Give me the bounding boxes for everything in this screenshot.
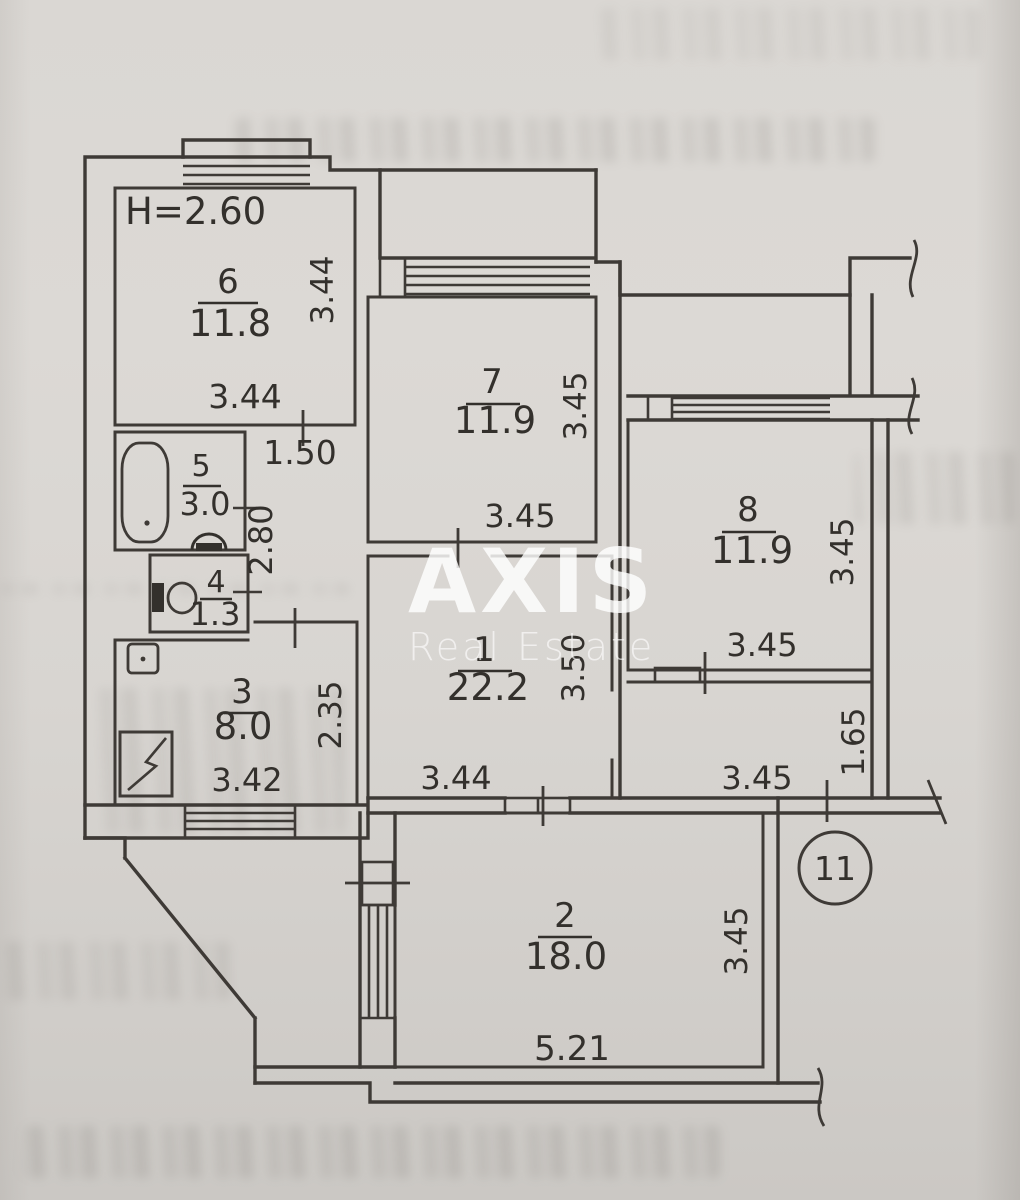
dim-room6-side: 3.44 <box>305 255 341 324</box>
room-6-number: 6 <box>217 262 239 302</box>
dim-hall-bottom: 3.44 <box>420 759 491 797</box>
room-2-number: 2 <box>554 896 576 936</box>
toilet-tank <box>152 583 164 612</box>
window-symbols <box>183 164 830 1020</box>
door-room8-opening <box>653 666 702 684</box>
bathtub-drain <box>144 520 150 526</box>
fixtures <box>118 441 228 798</box>
bathtub-icon <box>120 441 170 544</box>
room-5-area: 3.0 <box>180 485 231 523</box>
room4-outline <box>148 553 250 634</box>
dim-entry-bottom: 3.45 <box>721 759 792 797</box>
dim-room8-bottom: 3.45 <box>726 626 797 664</box>
room-7-area: 11.9 <box>454 399 536 442</box>
dim-room8-side: 3.45 <box>825 517 861 586</box>
ceiling-height-label: H=2.60 <box>125 190 266 233</box>
dimension-ticks <box>293 410 948 885</box>
dim-corridor-depth: 2.80 <box>242 504 280 575</box>
wall-break-marks <box>816 239 919 1127</box>
dim-room2-bottom: 5.21 <box>534 1029 610 1069</box>
electric-meter-icon <box>126 642 160 675</box>
dim-corridor-width: 1.50 <box>263 433 336 472</box>
room-2-area: 18.0 <box>525 935 607 978</box>
room-5-number: 5 <box>191 449 210 484</box>
room7-outline <box>366 295 598 544</box>
window-kitchen <box>183 805 297 838</box>
dim-hall-side: 3.50 <box>556 633 592 702</box>
dim-entry-side: 1.65 <box>836 707 872 776</box>
electric-meter-dot <box>140 656 146 662</box>
sink-base <box>196 543 222 551</box>
window-pier <box>646 394 674 422</box>
room6-outline <box>113 186 357 427</box>
dim-kitchen-side: 2.35 <box>313 680 349 749</box>
level-marker-number: 11 <box>814 849 856 888</box>
room-3-area: 8.0 <box>214 705 273 748</box>
dim-room2-side: 3.45 <box>719 906 755 975</box>
room2-outline <box>393 811 765 1069</box>
exterior-walls <box>83 138 942 1104</box>
window-room8 <box>672 396 830 421</box>
window-room7 <box>405 265 590 296</box>
room-1-area: 22.2 <box>447 666 529 709</box>
dim-room7-side: 3.45 <box>558 371 594 440</box>
room-4-number: 4 <box>206 565 225 600</box>
room-8-number: 8 <box>737 490 759 530</box>
dim-kitchen-bottom: 3.42 <box>211 761 282 799</box>
dim-room6-bottom: 3.44 <box>208 377 281 416</box>
room-6-area: 11.8 <box>189 302 271 345</box>
dim-room7-bottom: 3.45 <box>484 497 555 535</box>
room-1-number: 1 <box>473 630 495 670</box>
window-room6 <box>183 164 310 186</box>
stove-icon <box>118 730 174 798</box>
window-pier <box>378 256 407 299</box>
sink-icon <box>190 532 228 551</box>
toilet-icon <box>166 581 198 615</box>
room-4-area: 1.3 <box>190 595 241 633</box>
room-3-number: 3 <box>231 672 253 712</box>
stove-lightning <box>127 737 167 791</box>
room-8-area: 11.9 <box>711 529 793 572</box>
level-marker-circle <box>797 830 873 906</box>
window-room2 <box>360 903 395 1020</box>
room-7-number: 7 <box>481 362 503 402</box>
room5-outline <box>113 430 247 552</box>
interior-walls <box>113 186 874 1069</box>
